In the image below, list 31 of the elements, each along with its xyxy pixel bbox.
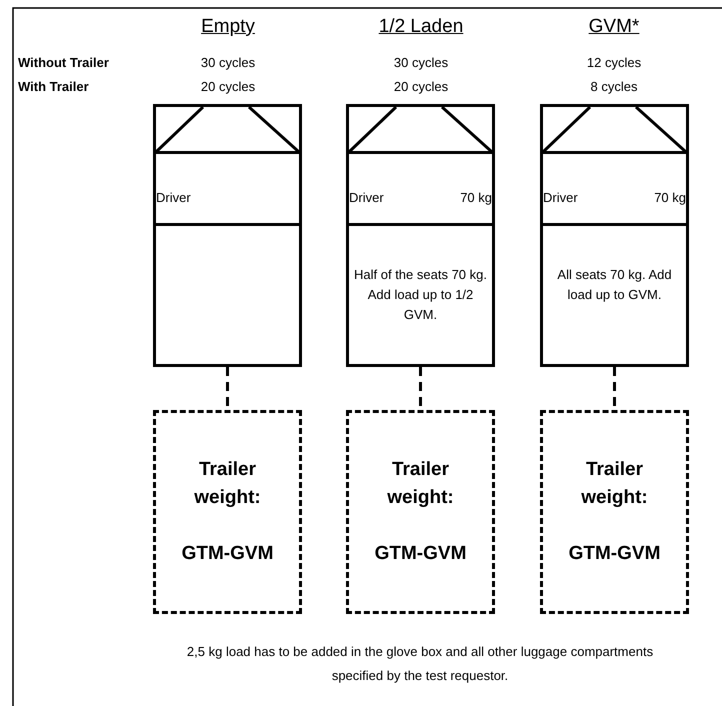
weight-formula: GTM-GVM [568,542,662,566]
column-heading: 1/2 Laden [378,16,464,38]
seat-label: Driver [543,190,578,205]
load-note: Half of the seats 70 kg. Add load up to 1/2 GVM. [353,266,488,324]
trailer-box [540,410,689,614]
cycle-count: 8 cycles [590,79,638,94]
vehicle-outline [153,104,302,367]
trailer-heading: Trailer weight: [193,458,262,510]
vehicle-outline [346,104,495,367]
trailer-heading: Trailer weight: [386,458,455,510]
cycle-count: 20 cycles [200,79,256,94]
cycle-count: 20 cycles [394,79,448,94]
footnote: 2,5 kg load has to be added in the glove box and all other luggage compartments specified by the test requestor. [186,643,654,685]
vehicle-outline [540,104,689,367]
weight-formula: GTM-GVM [374,542,468,566]
row-label: With Trailer [18,79,89,94]
column-heading: GVM* [588,16,640,38]
seat-label: Driver [156,190,191,205]
cycle-count: 12 cycles [586,55,642,70]
trailer-box [346,410,495,614]
weight-label: 70 kg [654,190,686,205]
column-heading: Empty [201,16,255,38]
weight-formula: GTM-GVM [180,542,274,566]
cycle-count: 30 cycles [200,55,256,70]
seat-label: Driver [349,190,384,205]
weight-label: 70 kg [460,190,492,205]
row-label: Without Trailer [18,55,109,70]
cycle-count: 30 cycles [394,55,448,70]
trailer-heading: Trailer weight: [580,458,649,510]
trailer-box [153,410,302,614]
load-note: All seats 70 kg. Add load up to GVM. [556,266,673,304]
